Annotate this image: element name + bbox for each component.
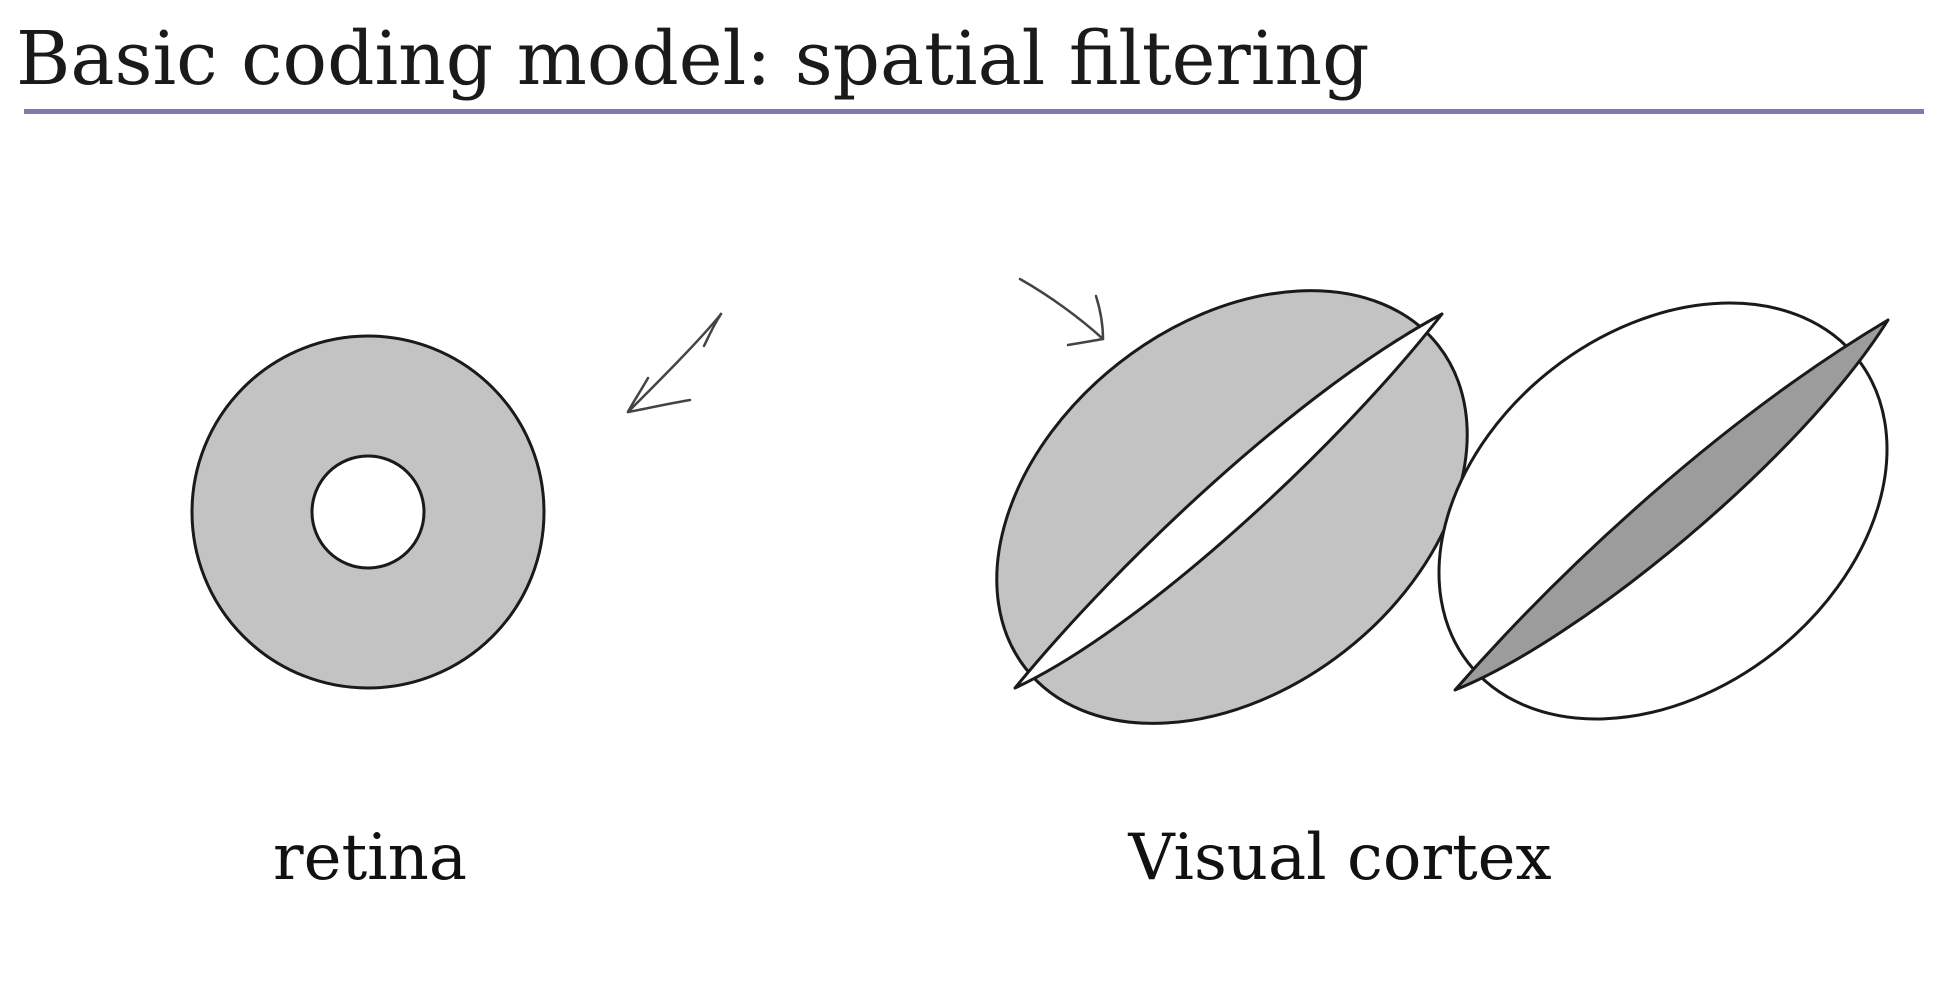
handwritten-arrow-down-right-icon (1018, 277, 1105, 347)
cortex-receptive-field-1 (995, 289, 1469, 725)
retina-caption: retina (272, 821, 468, 895)
cortex-field-2-center-band (1453, 318, 1890, 692)
cortex-field-1-center-band (1013, 312, 1444, 690)
retina-center (310, 454, 426, 570)
visual-cortex-caption: Visual cortex (1128, 821, 1552, 895)
cortex-receptive-field-2 (1437, 301, 1890, 721)
handwritten-arrow-down-left-icon (626, 312, 723, 414)
retina-receptive-field (190, 334, 546, 690)
slide-title: Basic coding model: spatial filtering (16, 16, 1370, 102)
title-underline (24, 109, 1924, 114)
